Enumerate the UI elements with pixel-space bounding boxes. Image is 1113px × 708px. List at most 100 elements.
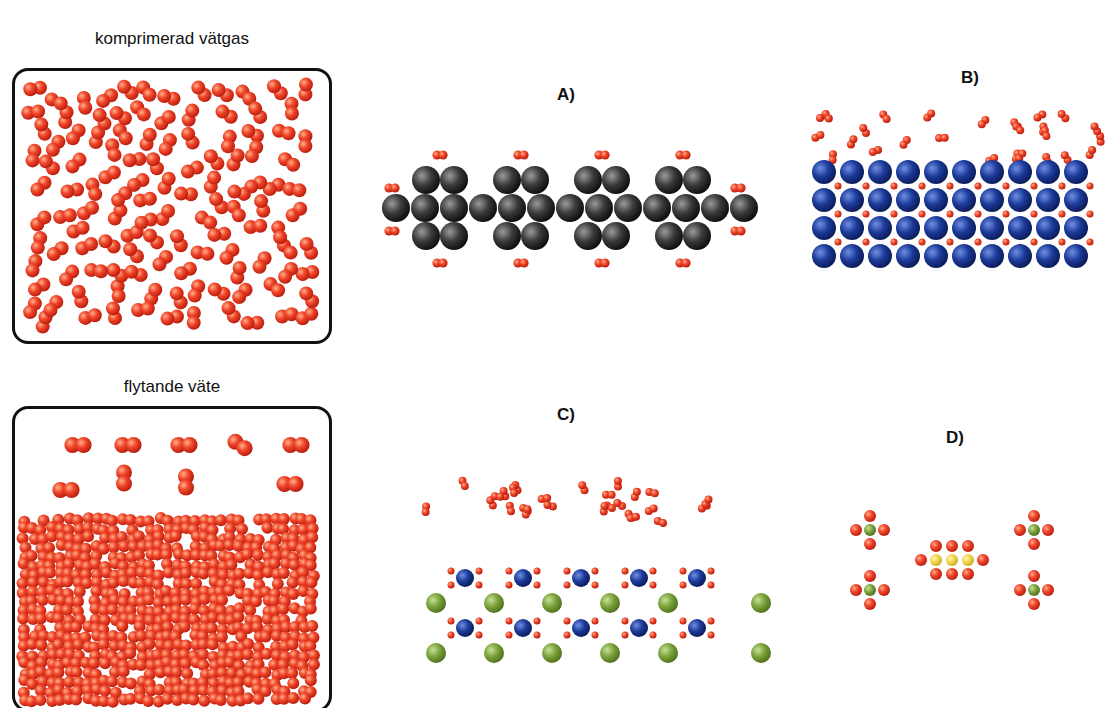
hydrogen-atom [288, 476, 304, 492]
hydrogen-atom [292, 183, 306, 197]
hydrogen-atom [682, 259, 691, 268]
hydrogen-atom [241, 548, 253, 560]
metal-atom [456, 569, 474, 587]
metal-atom [840, 244, 864, 268]
metal-atom [952, 188, 976, 212]
host-atom [574, 166, 602, 194]
hydrogen-atom [72, 639, 84, 651]
hydrogen-atom [66, 131, 80, 145]
hydrogen-atom [304, 307, 318, 321]
cation-atom [600, 643, 620, 663]
hydrogen-atom [1028, 510, 1040, 522]
hydrogen-atom [1003, 211, 1010, 218]
hydrogen-atom [825, 115, 833, 123]
hydrogen-atom [232, 290, 246, 304]
hydrogen-atom [182, 437, 198, 453]
hydrogen-atom [253, 219, 267, 233]
hydrogen-atom [506, 618, 513, 625]
hydrogen-atom [1059, 211, 1066, 218]
hydrogen-atom [878, 524, 890, 536]
boron-atom [1028, 524, 1040, 536]
metal-atom [924, 160, 948, 184]
host-atom [683, 166, 711, 194]
hydrogen-atom [543, 494, 551, 502]
hydrogen-atom [1028, 538, 1040, 550]
metal-atom [952, 216, 976, 240]
hydrogen-atom [306, 531, 318, 543]
hydrogen-atom [207, 171, 221, 185]
hydrogen-atom [294, 437, 310, 453]
metal-atom [980, 188, 1004, 212]
host-atom [683, 222, 711, 250]
hydrogen-atom [146, 152, 160, 166]
hydrogen-atom [564, 632, 571, 639]
hydrogen-atom [534, 632, 541, 639]
hydrogen-atom [891, 211, 898, 218]
hydrogen-atom [106, 675, 118, 687]
hydrogen-atom [143, 192, 157, 206]
hydrogen-atom [299, 78, 313, 92]
hydrogen-atom [157, 89, 171, 103]
hydrogen-atom [37, 210, 51, 224]
hydrogen-atom [220, 251, 234, 265]
hydrogen-atom [252, 549, 264, 561]
hydrogen-atom [185, 104, 199, 118]
host-atom [701, 194, 729, 222]
hydrogen-atom [306, 620, 318, 632]
hydrogen-atom [126, 437, 142, 453]
host-atom [440, 222, 468, 250]
hydrogen-atom [118, 665, 130, 677]
hydrogen-atom [181, 668, 193, 680]
hydrogen-atom [946, 568, 958, 580]
hydrogen-atom [946, 540, 958, 552]
hydrogen-atom [622, 618, 629, 625]
hydrogen-atom [93, 108, 107, 122]
hydrogen-atom [84, 237, 98, 251]
hydrogen-atom [439, 259, 448, 268]
hydrogen-atom [1014, 584, 1026, 596]
hydrogen-atom [962, 568, 974, 580]
hydrogen-atom [143, 128, 157, 142]
hydrogen-atom [1031, 239, 1038, 246]
hydrogen-atom [592, 618, 599, 625]
host-atom [498, 194, 526, 222]
hydrogen-atom [816, 131, 824, 139]
hydrogen-atom [212, 83, 226, 97]
hydrogen-atom [78, 101, 92, 115]
hydrogen-atom [198, 695, 210, 707]
hydrogen-atom [153, 257, 167, 271]
panel-frame [12, 406, 332, 708]
hydrogen-atom [919, 183, 926, 190]
panel-letter: B) [961, 68, 979, 88]
hydrogen-atom [448, 632, 455, 639]
host-atom [602, 166, 630, 194]
hydrogen-atom [135, 659, 147, 671]
hydrogen-atom [544, 501, 552, 509]
hydrogen-atom [110, 106, 124, 120]
hydrogen-atom [286, 667, 298, 679]
hydrogen-atom [510, 489, 518, 497]
hydrogen-atom [216, 631, 228, 643]
hydrogen-atom [99, 657, 111, 669]
hydrogen-atom [232, 208, 246, 222]
hydrogen-atom [111, 193, 125, 207]
cation-atom [426, 643, 446, 663]
hydrogen-atom [601, 151, 610, 160]
hydrogen-atom [422, 508, 430, 516]
hydrogen-atom [242, 638, 254, 650]
hydrogen-atom [564, 568, 571, 575]
metal-atom [924, 188, 948, 212]
metal-atom [868, 188, 892, 212]
metal-atom [952, 244, 976, 268]
hydrogen-atom [1034, 113, 1042, 121]
hydrogen-atom [253, 260, 267, 274]
hydrogen-atom [180, 594, 192, 606]
hydrogen-atom [108, 148, 122, 162]
metal-atom [812, 160, 836, 184]
hydrogen-atom [476, 582, 483, 589]
metal-atom [1064, 216, 1088, 240]
hydrogen-atom [293, 202, 307, 216]
hydrogen-atom [900, 141, 908, 149]
metal-atom [896, 216, 920, 240]
hydrogen-atom [448, 568, 455, 575]
